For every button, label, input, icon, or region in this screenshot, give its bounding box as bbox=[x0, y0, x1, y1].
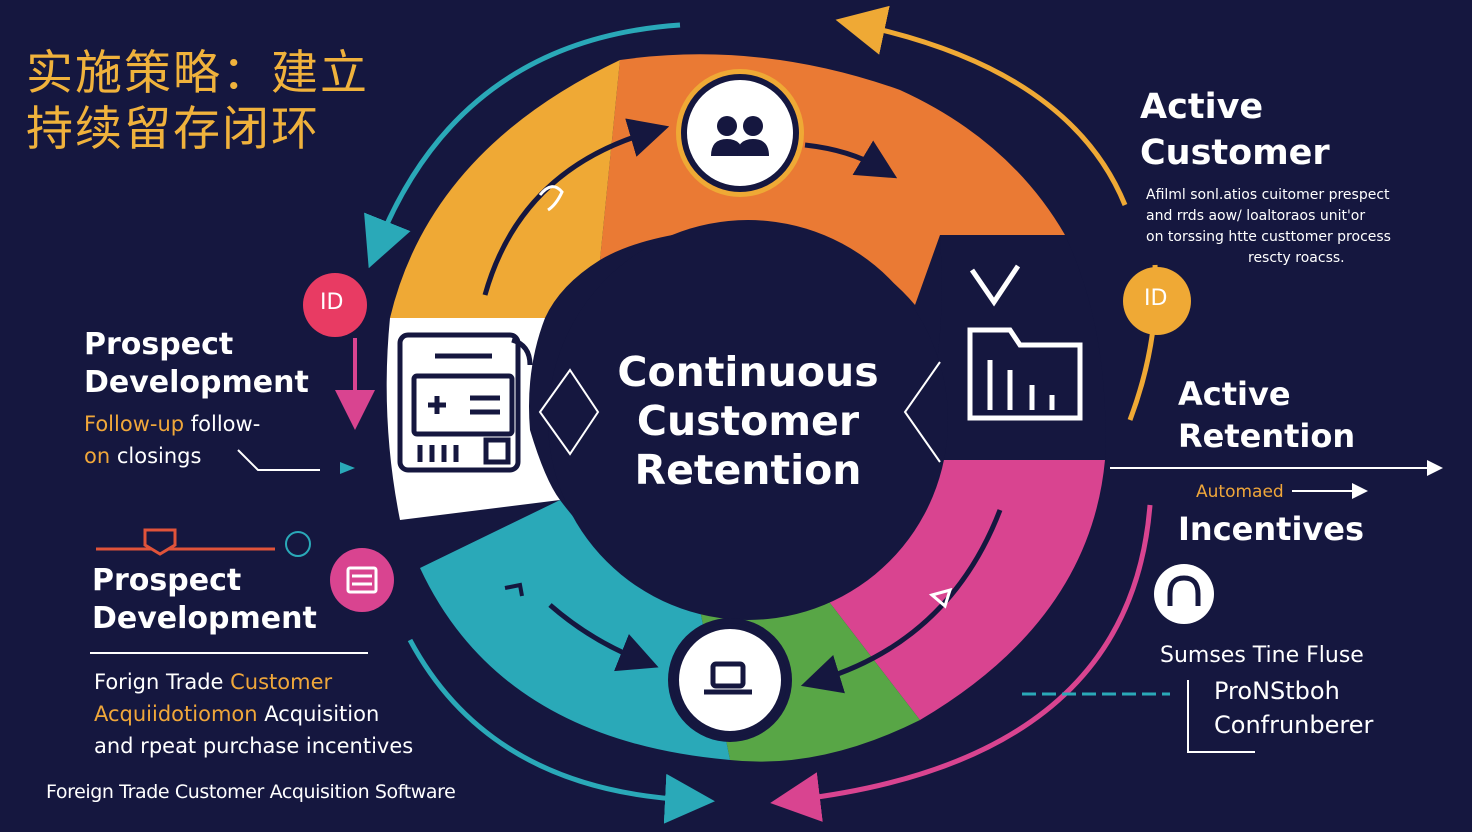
inner-arrow-4 bbox=[800, 509, 1003, 694]
active-customer-desc-2: and rrds aow/ loaltoraos unit'or bbox=[1146, 208, 1366, 224]
prospect-bottom-line2: Development bbox=[92, 601, 317, 636]
folder-chart-icon bbox=[967, 327, 1083, 421]
prospect-bottom-text1-white: Forign Trade bbox=[94, 670, 231, 694]
ring-segment-yellow bbox=[390, 60, 620, 318]
id-badge-left-label: ID bbox=[320, 290, 344, 315]
prospect-bottom-line1: Prospect bbox=[92, 563, 242, 598]
active-customer-line1: Active bbox=[1140, 87, 1264, 127]
shield-icon bbox=[143, 528, 177, 556]
laptop-icon-node bbox=[668, 618, 792, 742]
diamond-left bbox=[538, 368, 600, 456]
active-customer-heading: Active Customer bbox=[1140, 84, 1330, 176]
page-title-line1: 实施策略：建立 bbox=[26, 46, 369, 101]
prospect-bottom-text2-white: Acquisition bbox=[257, 702, 380, 726]
active-retention-line1: Active bbox=[1178, 375, 1291, 413]
incentives-label: Incentives bbox=[1178, 510, 1365, 548]
active-customer-desc-3: on torssing htte custtomer process bbox=[1146, 229, 1391, 245]
prospect-bottom-text: Forign Trade Customer Acquiidotiomon Acq… bbox=[94, 666, 413, 762]
prospect-bottom-text1-orange: Customer bbox=[230, 670, 333, 694]
outer-arrow-teal-bottom bbox=[407, 638, 715, 824]
active-customer-line2: Customer bbox=[1140, 133, 1330, 173]
ribbon-icon bbox=[538, 185, 564, 212]
active-retention-heading: Active Retention bbox=[1178, 373, 1355, 457]
footer-caption: Foreign Trade Customer Acquisition Softw… bbox=[46, 781, 456, 803]
check-icon bbox=[969, 264, 1021, 307]
follow-line1-orange: Follow-up bbox=[84, 412, 185, 436]
automated-label: Automaed bbox=[1196, 482, 1284, 502]
ring-segment-teal bbox=[420, 500, 730, 760]
inner-arrow-2 bbox=[804, 140, 898, 179]
active-customer-desc: Afilml sonl.atios cuitomer prespect and … bbox=[1146, 185, 1391, 269]
connector-followup-arrow bbox=[340, 462, 355, 474]
outer-arrow-pink-bottom bbox=[770, 504, 1153, 822]
follow-line1-white: follow- bbox=[184, 412, 261, 436]
info-icon bbox=[285, 531, 311, 557]
follow-line2-orange: on bbox=[84, 444, 111, 468]
users-icon-node bbox=[676, 69, 804, 197]
document-icon bbox=[346, 566, 378, 594]
center-title-line3: Retention bbox=[634, 446, 862, 494]
active-retention-line2: Retention bbox=[1178, 417, 1356, 455]
document-badge bbox=[330, 548, 394, 612]
bottom-right-line2: ProNStboh bbox=[1214, 677, 1340, 705]
users-icon bbox=[711, 116, 769, 156]
outer-arrow-yellow-top bbox=[835, 5, 1128, 206]
prospect-top-heading: Prospect Development bbox=[84, 326, 309, 402]
connector-followup bbox=[237, 449, 320, 471]
follow-line2-white: closings bbox=[110, 444, 202, 468]
prospect-top-line2: Development bbox=[84, 365, 309, 400]
inner-arrow-3 bbox=[548, 603, 659, 672]
calculator-icon bbox=[397, 332, 533, 473]
active-customer-desc-1: Afilml sonl.atios cuitomer prespect bbox=[1146, 187, 1390, 203]
ring-inner-circle bbox=[548, 220, 948, 620]
center-title-line2: Customer bbox=[636, 397, 860, 445]
prospect-bottom-text3: and rpeat purchase incentives bbox=[94, 734, 414, 758]
id-badge-left bbox=[303, 273, 367, 337]
connector-bottom-right bbox=[1187, 680, 1255, 753]
prospect-bottom-text2-orange: Acquiidotiomon bbox=[94, 702, 258, 726]
prospect-top-line1: Prospect bbox=[84, 327, 234, 362]
tag-icon bbox=[928, 587, 953, 609]
id-badge-right bbox=[1123, 267, 1191, 335]
diamond-right bbox=[903, 361, 941, 463]
tool-icon bbox=[504, 582, 524, 597]
bottom-right-line3: Confrunberer bbox=[1214, 711, 1374, 739]
page-title: 实施策略：建立 持续留存闭环 bbox=[26, 46, 369, 158]
prospect-top-follow: Follow-up follow- on closings bbox=[84, 408, 260, 472]
outer-arrow-teal-top bbox=[364, 22, 681, 269]
id-badge-right-label: ID bbox=[1144, 286, 1168, 311]
center-title: Continuous Customer Retention bbox=[560, 348, 936, 495]
headset-icon bbox=[1154, 564, 1214, 624]
bottom-right-line1: Sumses Tine Fluse bbox=[1160, 643, 1364, 668]
laptop-icon bbox=[704, 661, 752, 695]
center-title-line1: Continuous bbox=[617, 348, 879, 396]
active-customer-desc-4: rescty roacss. bbox=[1248, 250, 1345, 266]
page-title-line2: 持续留存闭环 bbox=[26, 102, 320, 157]
prospect-bottom-heading: Prospect Development bbox=[92, 562, 317, 638]
